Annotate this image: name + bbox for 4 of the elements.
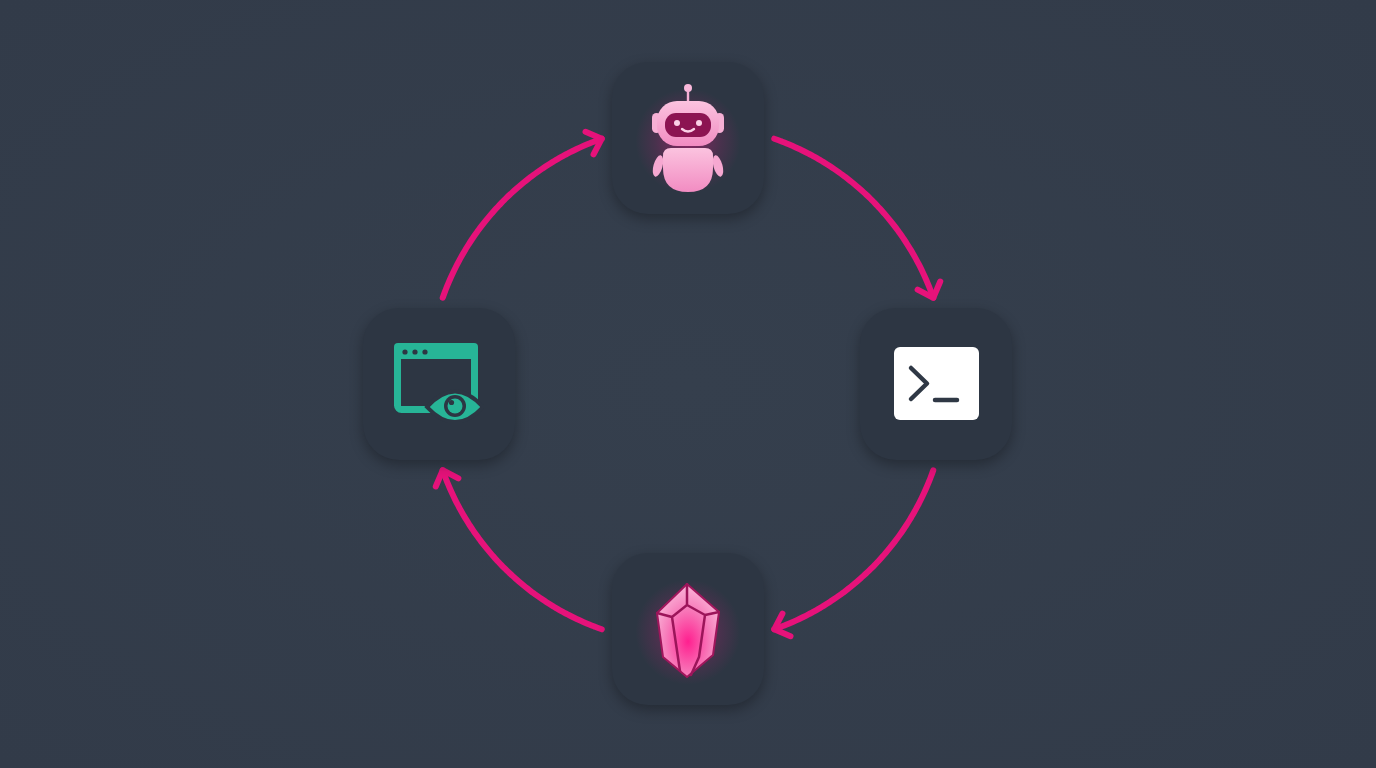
arrow <box>771 467 937 640</box>
arrow <box>771 135 944 301</box>
arrow <box>432 467 605 633</box>
arrow <box>439 128 605 301</box>
